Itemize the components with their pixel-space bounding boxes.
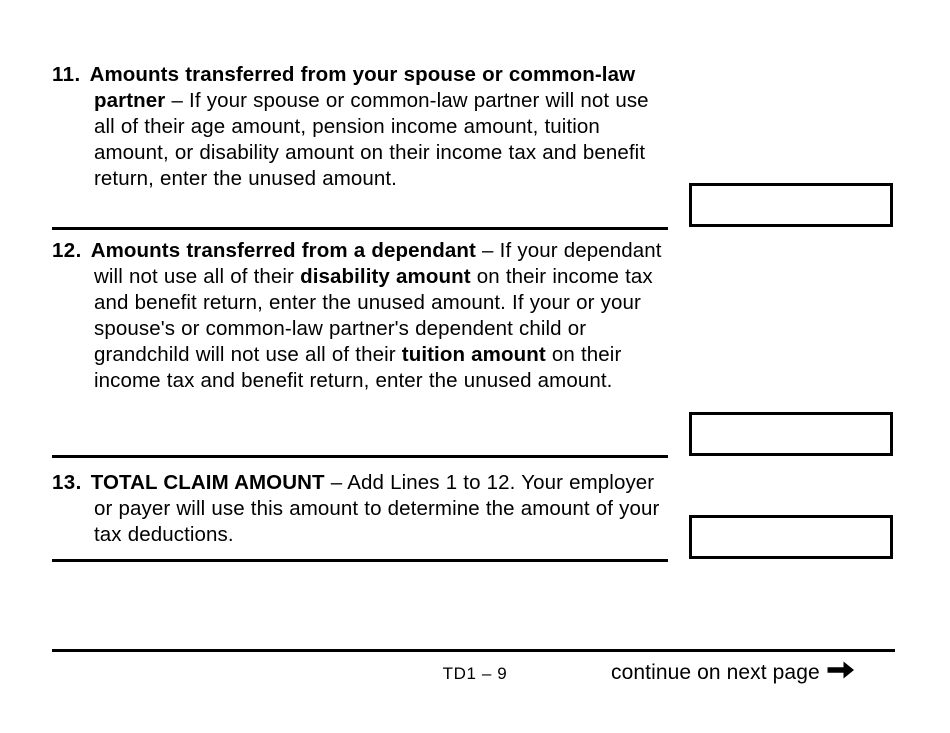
form-item-13-body: Add Lines 1 to 12. Your employer or paye… <box>94 471 660 546</box>
footer-continue-note: continue on next page <box>611 660 855 686</box>
form-item-12-number: 12. <box>52 239 82 262</box>
form-item-12-body-part3: on their income tax and benefit return, … <box>94 343 622 392</box>
form-item-12-bold-disability-amount: disability amount <box>300 265 471 288</box>
form-item-13-text: 13. TOTAL CLAIM AMOUNT – Add Lines 1 to 1… <box>52 470 668 548</box>
arrow-right-icon <box>827 660 855 686</box>
form-item-13-dash: – <box>324 471 348 494</box>
form-item-11-separator <box>52 227 668 230</box>
form-item-12-body-part1: If your dependant will not use all of th… <box>94 239 662 288</box>
form-item-12-amount-box[interactable] <box>689 412 893 456</box>
form-item-13-title: TOTAL CLAIM AMOUNT <box>90 471 325 494</box>
form-item-11-text: 11. Amounts transferred from your spouse … <box>52 62 668 192</box>
form-item-13-amount-box[interactable] <box>689 515 893 559</box>
form-item-12-title: Amounts transferred from a dependant <box>90 239 476 262</box>
footer-page-id: TD1 – 9 <box>442 664 508 683</box>
form-item-13: 13. TOTAL CLAIM AMOUNT – Add Lines 1 to 1… <box>52 470 668 548</box>
form-item-11-title: Amounts transferred from your spouse or … <box>89 63 636 112</box>
form-item-13-separator <box>52 559 668 562</box>
form-item-11: 11. Amounts transferred from your spouse … <box>52 62 668 192</box>
form-item-11-amount-box[interactable] <box>689 183 893 227</box>
form-item-12-body-part2: on their income tax and benefit return, … <box>94 265 653 366</box>
form-item-12-bold-tuition-amount: tuition amount <box>401 343 546 366</box>
form-item-11-number: 11. <box>52 63 81 86</box>
form-item-12-text: 12.Amounts transferred from a dependant … <box>52 238 668 394</box>
form-item-12: 12.Amounts transferred from a dependant … <box>52 238 668 394</box>
form-item-11-body: If your spouse or common-law partner wil… <box>94 89 649 190</box>
form-item-11-dash: – <box>165 89 190 112</box>
form-item-12-dash: – <box>475 239 500 262</box>
form-item-13-number: 13. <box>52 471 82 494</box>
footer-continue-label: continue on next page <box>611 661 820 684</box>
footer-separator <box>52 649 895 652</box>
form-item-12-separator <box>52 455 668 458</box>
